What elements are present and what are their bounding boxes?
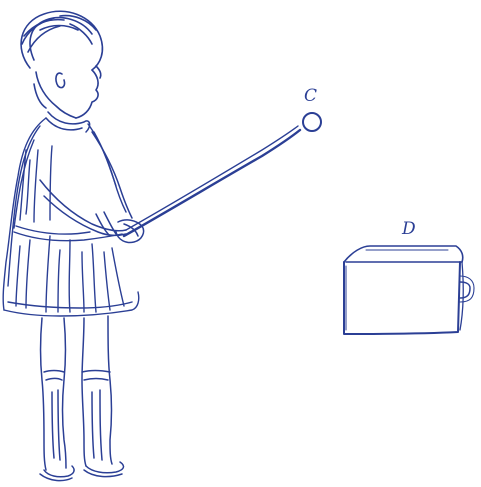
child-head bbox=[21, 11, 102, 118]
wand bbox=[124, 126, 300, 236]
child-legs bbox=[40, 316, 123, 481]
child-arm bbox=[40, 132, 144, 243]
box-d: D bbox=[344, 219, 474, 334]
ball-label: C bbox=[304, 86, 317, 106]
child-figure bbox=[3, 11, 143, 480]
child-tunic bbox=[3, 118, 139, 316]
ball bbox=[303, 113, 321, 131]
ball-c: C bbox=[303, 86, 321, 131]
box-label: D bbox=[401, 219, 416, 239]
